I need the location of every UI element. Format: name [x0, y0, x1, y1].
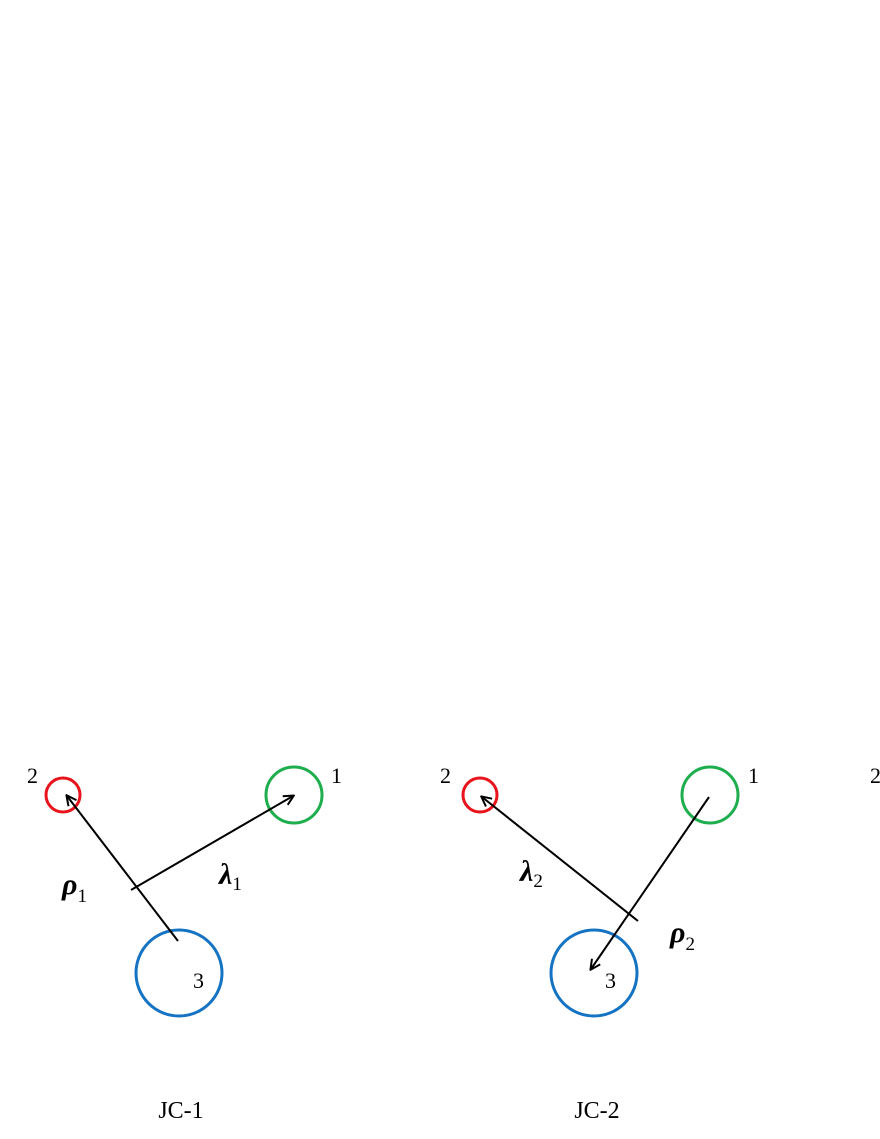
rho-vector-arrow	[591, 796, 710, 969]
lambda-label: λ2	[518, 855, 543, 892]
particle-3-label: 3	[193, 968, 204, 993]
panel-jc-2: 2 1 3 λ2 ρ2 JC-2	[440, 763, 759, 1124]
rho-label: ρ1	[61, 868, 87, 907]
lambda-vector-arrow	[130, 796, 293, 891]
particle-2-label: 2	[870, 763, 880, 788]
particle-1-label: 1	[331, 763, 342, 788]
particle-1-label: 1	[748, 763, 759, 788]
particle-2-label: 2	[440, 763, 451, 788]
particle-3-circle	[134, 928, 224, 1018]
particle-2-label: 2	[27, 763, 38, 788]
panel-partial: 2	[870, 763, 880, 788]
particle-3-circle	[549, 928, 639, 1018]
panel-caption: JC-1	[158, 1098, 203, 1124]
particle-2-circle	[461, 776, 499, 814]
particle-3-label: 3	[605, 968, 616, 993]
lambda-label: λ1	[217, 858, 242, 895]
rho-label: ρ2	[669, 916, 695, 955]
particle-2-circle	[44, 776, 82, 814]
particle-1-circle	[680, 765, 740, 825]
panel-jc-1: 2 1 3 ρ1 λ1 JC-1	[27, 763, 342, 1124]
panel-caption: JC-2	[574, 1098, 619, 1124]
particle-1-circle	[264, 765, 324, 825]
rho-vector-arrow	[67, 796, 179, 942]
lambda-vector-arrow	[482, 797, 639, 922]
